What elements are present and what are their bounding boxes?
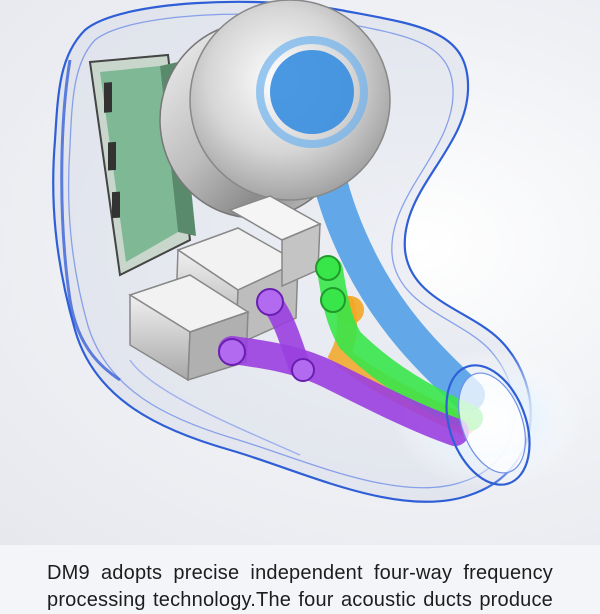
green-duct-port-2 [320,287,346,313]
green-duct-port-1 [315,255,341,281]
balanced-armature-drivers [128,195,322,382]
description-line-2: processing technology.The four acoustic … [47,589,553,611]
earphone-illustration [0,0,600,545]
purple-duct-port-3 [291,358,315,382]
earphone-cutaway-graphic [52,0,583,503]
product-description: DM9 adopts precise independent four-way … [47,560,553,614]
dynamic-driver [159,0,391,219]
purple-duct-port-2 [218,338,246,366]
purple-acoustic-duct [218,336,469,446]
sound-nozzle [445,364,531,486]
purple-duct-port-1 [256,288,284,316]
description-line-1: DM9 adopts precise independent four-way … [47,562,553,584]
